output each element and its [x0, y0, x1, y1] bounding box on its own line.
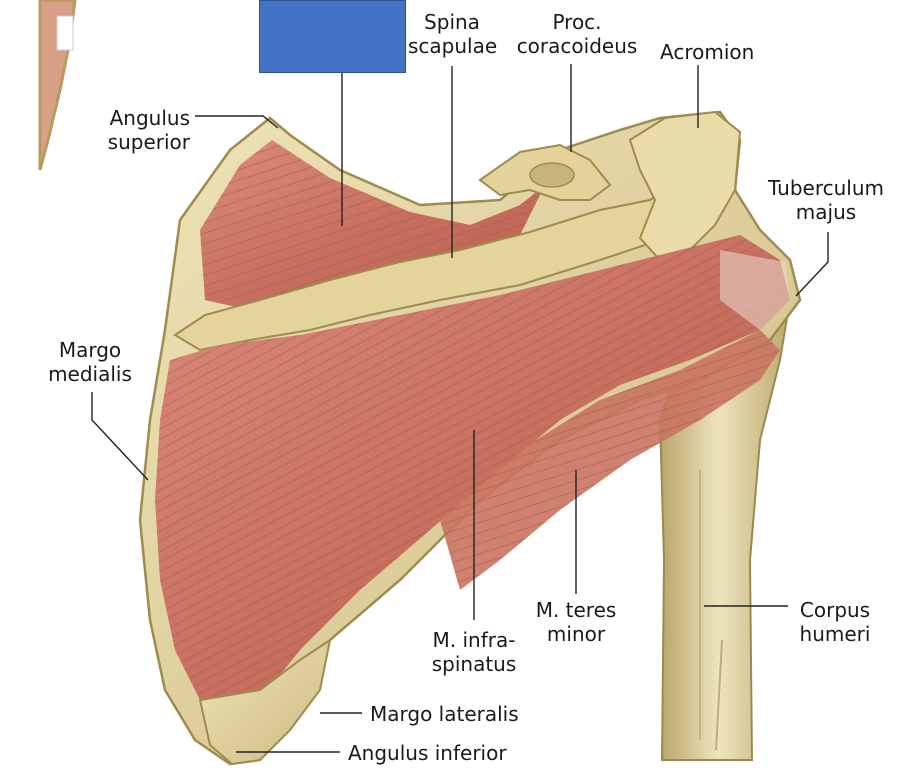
- leader-margo-medialis: [91, 392, 149, 481]
- masked-label-box: [259, 0, 406, 73]
- label-corpus-humeri: Corpus humeri: [799, 598, 871, 646]
- label-m-teres-minor: M. teres minor: [535, 598, 617, 646]
- acromion: [628, 110, 742, 262]
- label-angulus-inferior: Angulus inferior: [348, 741, 507, 765]
- label-angulus-superior: Angulus superior: [107, 106, 190, 154]
- left-partial-box: [56, 15, 74, 51]
- leader-angulus-superior: [195, 115, 279, 129]
- label-m-infraspinatus: M. infra- spinatus: [431, 628, 517, 676]
- angulus-inferior-bone: [198, 637, 332, 766]
- label-spina-scapulae: Spina scapulae: [408, 10, 498, 58]
- leader-tuberculum-majus: [795, 232, 829, 297]
- label-margo-lateralis: Margo lateralis: [370, 702, 519, 726]
- label-margo-medialis: Margo medialis: [48, 338, 132, 386]
- label-acromion: Acromion: [660, 40, 755, 64]
- leader-lines: [91, 64, 829, 753]
- label-proc-coracoideus: Proc. coracoideus: [516, 10, 638, 58]
- label-tuberculum-majus: Tuberculum majus: [767, 176, 885, 224]
